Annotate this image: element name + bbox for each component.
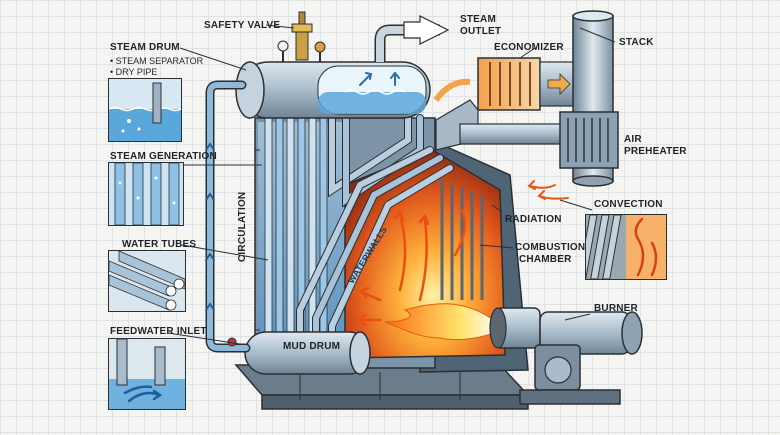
label-circulation: CIRCULATION [237, 191, 248, 262]
label-steam-outlet-line1: STEAM [460, 14, 496, 25]
circulation-bracket [254, 149, 260, 331]
convection-arrows [527, 180, 569, 200]
economizer [433, 57, 579, 111]
safety-valve [277, 11, 326, 62]
label-steam-outlet-line2: OUTLET [460, 26, 502, 37]
steam-drum [235, 61, 431, 119]
label-stack: STACK [619, 37, 654, 48]
label-safety-valve: SAFETY VALVE [204, 20, 281, 31]
water-tubes-detail [109, 251, 185, 311]
inset-feedwater-inlet [108, 338, 186, 410]
steam-generation-detail [109, 163, 183, 225]
label-mud-drum: MUD DRUM [283, 341, 341, 352]
heat-flow-arrows [357, 208, 467, 327]
label-economizer: ECONOMIZER [494, 42, 564, 53]
inset-steam-generation [108, 162, 184, 226]
label-feedwater-inlet: FEEDWATER INLET [110, 326, 207, 337]
label-combustion-chamber-line1: COMBUSTION [515, 242, 586, 253]
label-steam-generation: STEAM GENERATION [110, 151, 217, 162]
mud-drum [244, 331, 371, 375]
label-radiation: RADIATION [505, 214, 562, 225]
label-water-tubes: WATER TUBES [122, 239, 197, 250]
leader-lines [167, 24, 616, 345]
inset-water-tubes [108, 250, 186, 312]
inset-convection [585, 214, 667, 280]
inset-steam-drum [108, 78, 182, 142]
steam-outlet-pipe [374, 24, 440, 62]
air-preheater [459, 111, 619, 169]
convection-detail [586, 215, 666, 279]
steam-outlet-arrow [403, 15, 450, 45]
label-dry-pipe: • DRY PIPE [110, 67, 158, 77]
label-convection: CONVECTION [594, 199, 663, 210]
feedwater-inlet-detail [109, 339, 185, 409]
label-air-preheater-line2: PREHEATER [624, 146, 687, 157]
label-steam-drum: STEAM DRUM [110, 42, 180, 53]
label-combustion-chamber-line2: CHAMBER [519, 254, 572, 265]
label-burner: BURNER [594, 303, 638, 314]
feedwater-pipe [205, 80, 251, 353]
convection-tubes [440, 180, 484, 300]
label-steam-separator: • STEAM SEPARATOR [110, 56, 204, 66]
label-air-preheater-line1: AIR [624, 134, 642, 145]
steam-drum-detail [109, 79, 181, 141]
burner [489, 307, 643, 405]
burner-flame [384, 303, 501, 341]
